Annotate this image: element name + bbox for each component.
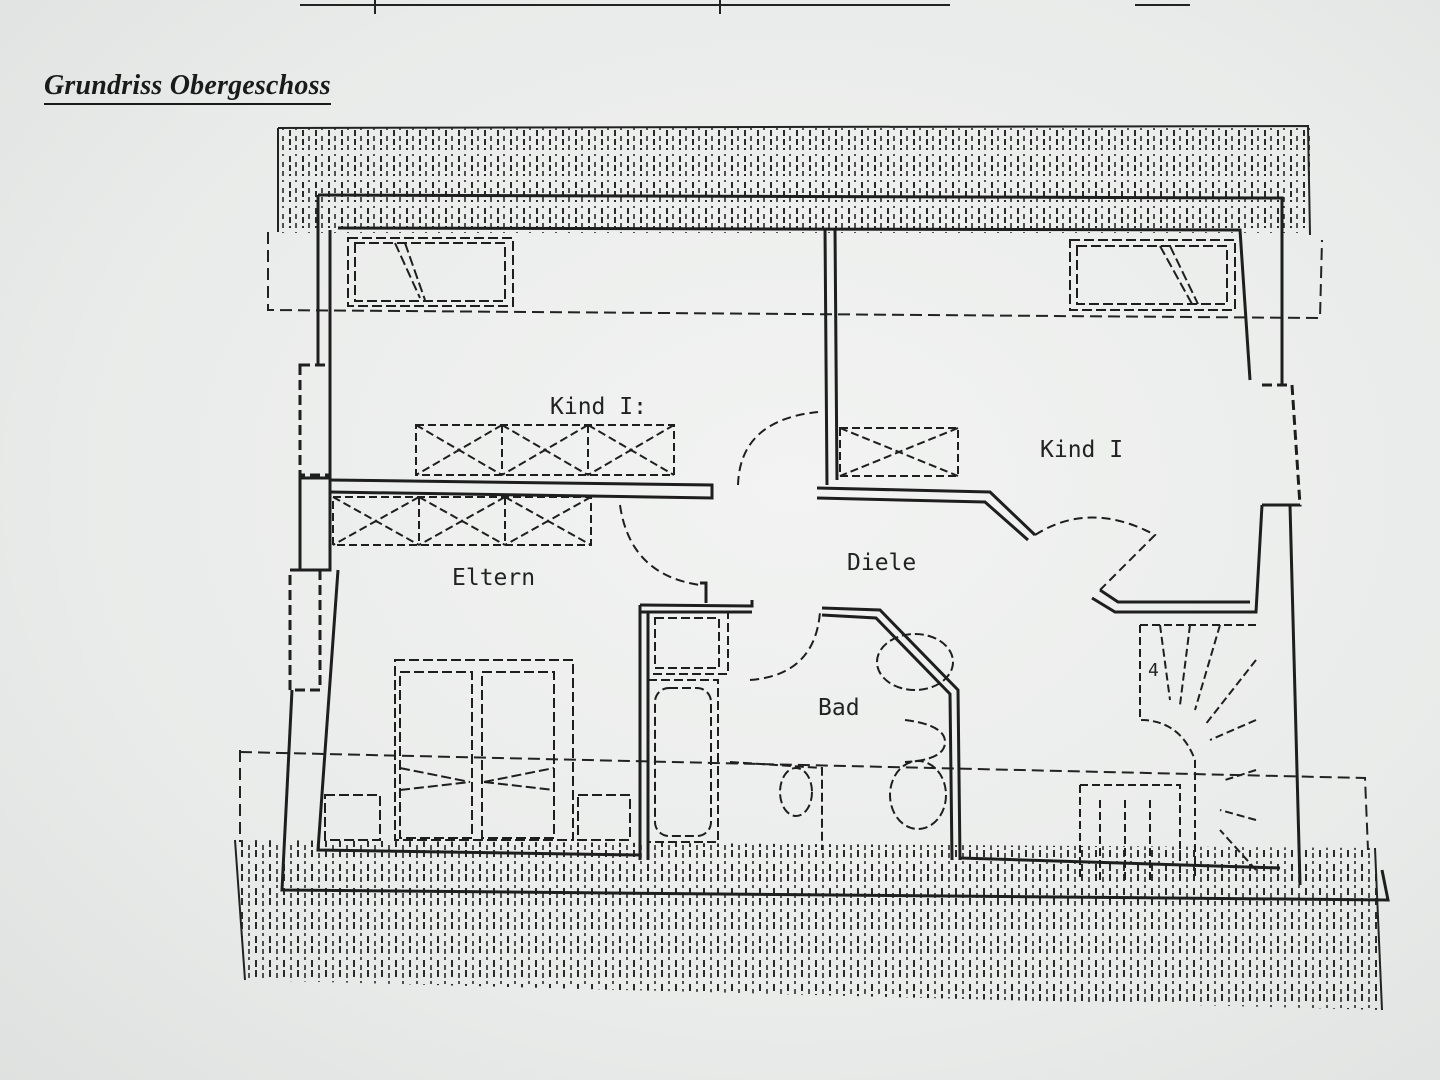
exterior-walls <box>280 193 1390 902</box>
previous-plan-fragment <box>300 0 1190 14</box>
staircase <box>1079 624 1257 880</box>
knee-wall-dashed <box>239 232 1369 851</box>
page-title: Grundriss Obergeschoss <box>44 70 331 105</box>
wardrobe-kind2 <box>415 424 675 476</box>
room-label-bad: Bad <box>818 695 860 721</box>
bath-fixtures <box>647 611 954 850</box>
room-label-eltern: Eltern <box>452 565 535 591</box>
room-label-kind-1: Kind I <box>1040 437 1123 463</box>
wardrobe-kind1 <box>839 427 959 477</box>
window-top-right <box>1069 239 1236 311</box>
double-bed <box>324 659 631 841</box>
roof-bottom-hatch <box>234 839 1383 1011</box>
roof-top-hatch <box>277 124 1311 236</box>
stair-step-number: 4 <box>1148 660 1159 681</box>
room-label-diele: Diele <box>847 550 916 576</box>
room-label-kind-2: Kind I: <box>550 394 647 420</box>
window-top-left <box>347 237 514 307</box>
wardrobe-eltern <box>332 496 592 546</box>
door-swings <box>619 411 1157 681</box>
